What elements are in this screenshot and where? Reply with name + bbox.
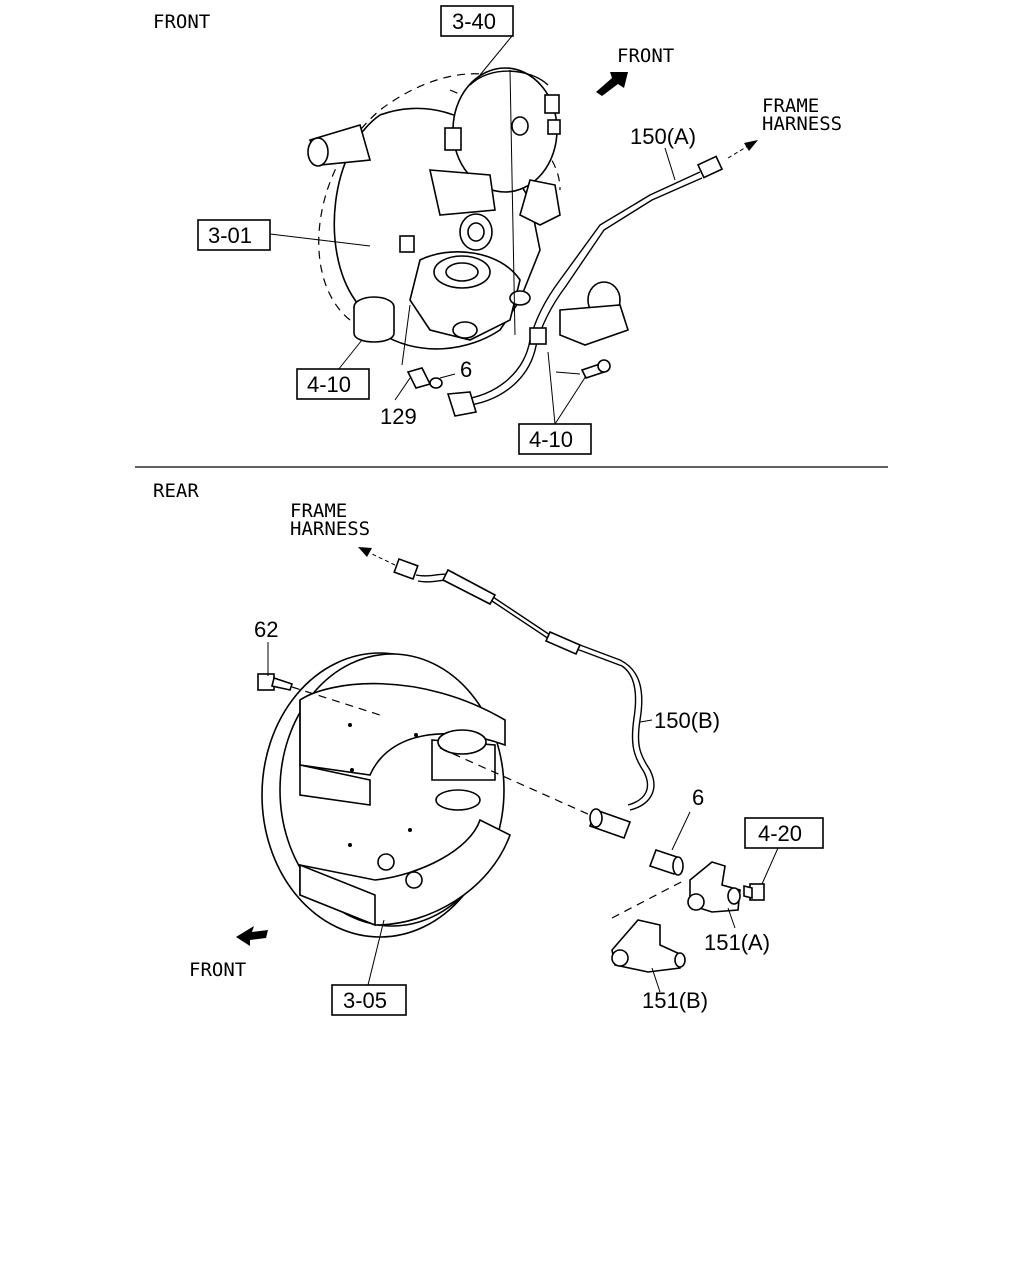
rear-sleeve-6-drawing (648, 848, 684, 876)
callout-6-front: 6 (460, 357, 472, 382)
rear-brake-drum-drawing (261, 652, 511, 938)
front-section: FRONT FRONT FRAME HARNESS (153, 5, 842, 455)
ref-box-4-10-right[interactable] (518, 423, 592, 455)
ref-box-3-05-label: 3-05 (343, 988, 387, 1013)
rear-harness-label-line1: FRAME (290, 500, 347, 522)
callout-129: 129 (380, 404, 417, 429)
front-direction-label: FRONT (617, 45, 674, 67)
rear-sensor-cable (393, 557, 655, 840)
bolt-62-drawing (257, 673, 294, 691)
rear-harness-arrow-icon (358, 547, 396, 566)
front-sensor-cable (446, 155, 724, 417)
ref-box-3-40[interactable] (440, 5, 514, 37)
bracket-151b-drawing (611, 919, 686, 973)
ref-box-4-10-left[interactable] (296, 368, 370, 400)
callout-150b: 150(B) (654, 708, 720, 733)
callout-62: 62 (254, 617, 278, 642)
ref-box-4-20-label: 4-20 (758, 821, 802, 846)
front-harness-arrow-icon (727, 140, 758, 159)
callout-151b: 151(B) (642, 988, 708, 1013)
front-leader-lines (269, 35, 676, 425)
ref-box-4-10-right-label: 4-10 (529, 427, 573, 452)
front-harness-label-line2: HARNESS (762, 113, 842, 135)
rear-section: REAR FRAME HARNESS (153, 480, 824, 1016)
rear-direction-arrow-icon (236, 926, 268, 946)
front-harness-label-line1: FRAME (762, 95, 819, 117)
ref-box-4-10-left-label: 4-10 (307, 372, 351, 397)
ref-box-3-01-label: 3-01 (208, 223, 252, 248)
rear-section-heading: REAR (153, 480, 199, 502)
callout-6-rear: 6 (692, 785, 704, 810)
rear-leader-lines (267, 642, 779, 993)
callout-150a: 150(A) (630, 124, 696, 149)
front-section-heading: FRONT (153, 11, 210, 33)
rear-harness-label-line2: HARNESS (290, 518, 370, 540)
front-direction-arrow-icon (596, 72, 628, 96)
ref-box-3-05[interactable] (331, 984, 407, 1016)
ref-box-3-01[interactable] (197, 219, 271, 251)
front-knuckle-drawing (307, 67, 629, 350)
ref-box-3-40-label: 3-40 (452, 9, 496, 34)
callout-151a: 151(A) (704, 930, 770, 955)
ref-box-4-20[interactable] (744, 817, 824, 849)
rear-direction-label: FRONT (189, 959, 246, 981)
front-small-parts (406, 359, 611, 389)
bracket-151a-drawing (687, 861, 765, 913)
